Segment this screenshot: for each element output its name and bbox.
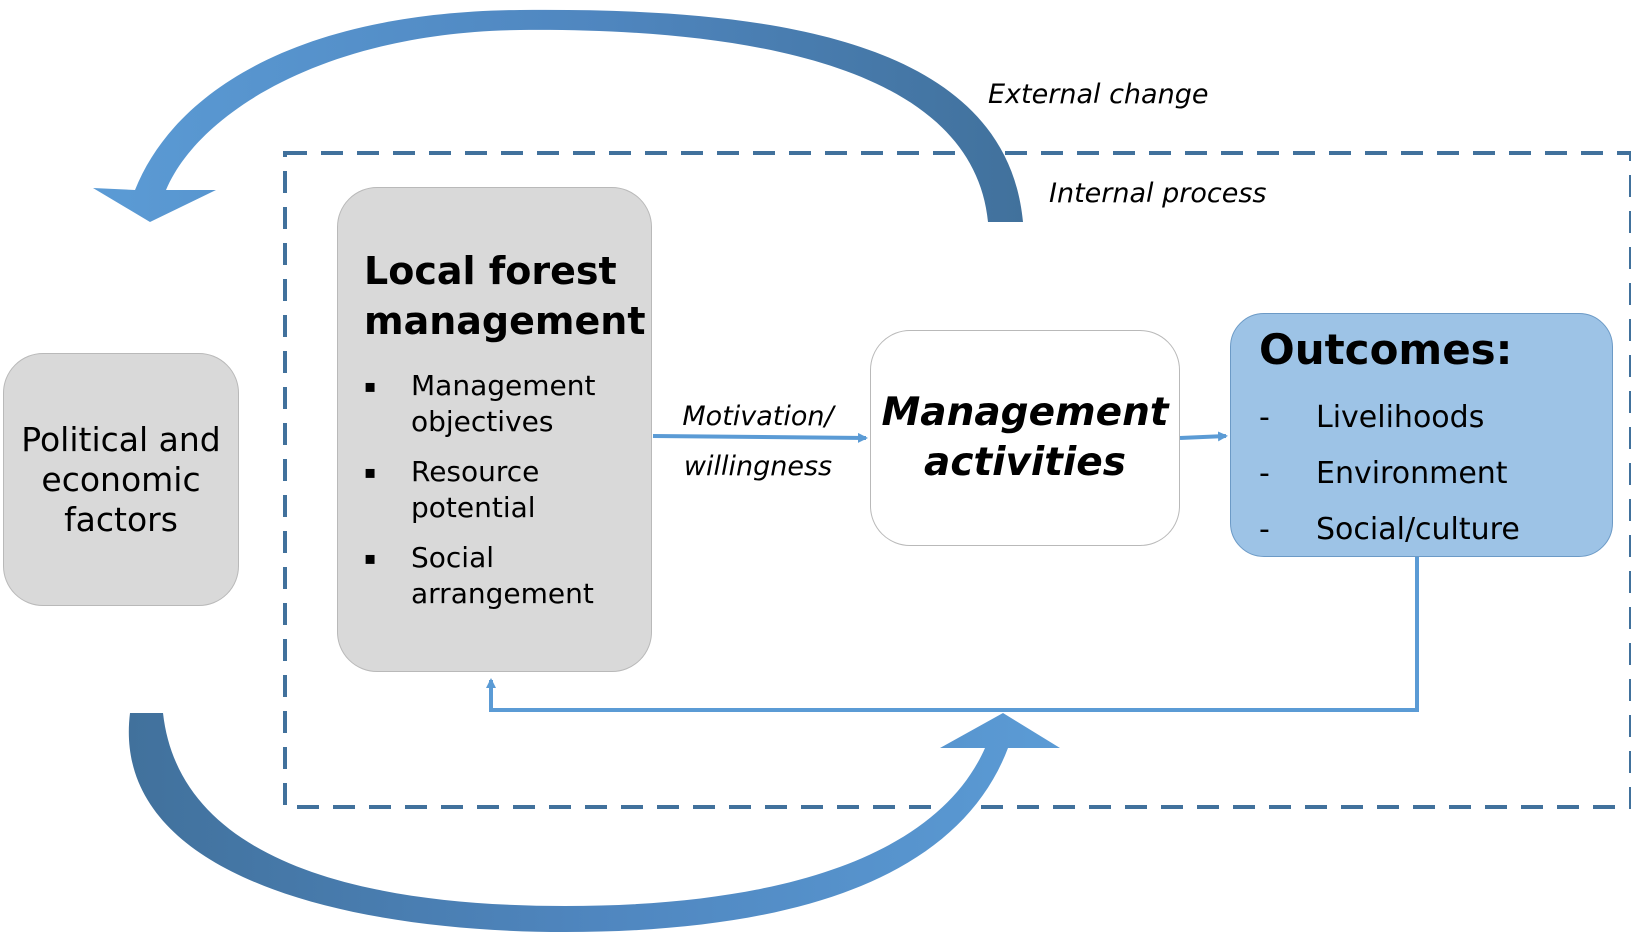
- motivation-willingness-label: Motivation/ willingness: [668, 392, 848, 492]
- internal-process-label: Internal process: [1049, 178, 1267, 209]
- management-activities-line2: activities: [924, 440, 1126, 485]
- social-culture-label: Social/culture: [1316, 512, 1520, 547]
- bullet-icon: ▪: [364, 376, 377, 397]
- local-forest-management-title: Local forest management: [364, 249, 646, 343]
- motivation-label-line1: Motivation/: [682, 401, 834, 432]
- feedback-loop-line: [486, 557, 1419, 712]
- social-arrangement-label: Social arrangement: [411, 541, 594, 610]
- management-objectives-label: Management objectives: [411, 369, 596, 438]
- resource-potential-label: Resource potential: [411, 455, 540, 524]
- outcomes-title: Outcomes:: [1259, 325, 1513, 374]
- internal-input-arc: [128, 713, 1061, 932]
- activities-to-outcomes-arrow: [1179, 431, 1228, 442]
- dash-marker: -: [1259, 456, 1270, 491]
- dash-marker: -: [1259, 512, 1270, 547]
- management-activities-box: Management activities: [870, 330, 1180, 546]
- livelihoods-label: Livelihoods: [1316, 400, 1485, 435]
- bullet-icon: ▪: [364, 548, 377, 569]
- external-change-label: External change: [988, 79, 1209, 110]
- external-change-arc: [93, 9, 1023, 222]
- dash-marker: -: [1259, 400, 1270, 435]
- local-forest-management-box: Local forest management ▪ Management obj…: [337, 187, 652, 672]
- environment-label: Environment: [1316, 456, 1508, 491]
- management-activities-line1: Management: [881, 390, 1169, 435]
- motivation-label-line2: willingness: [683, 451, 833, 482]
- bullet-icon: ▪: [364, 462, 377, 483]
- management-activities-label: Management activities: [881, 388, 1168, 488]
- outcomes-box: Outcomes: - Livelihoods - Environment - …: [1230, 313, 1613, 557]
- motivation-arrow: [652, 432, 868, 443]
- political-economic-factors-box: Political and economic factors: [3, 353, 239, 606]
- political-economic-factors-label: Political and economic factors: [21, 419, 221, 539]
